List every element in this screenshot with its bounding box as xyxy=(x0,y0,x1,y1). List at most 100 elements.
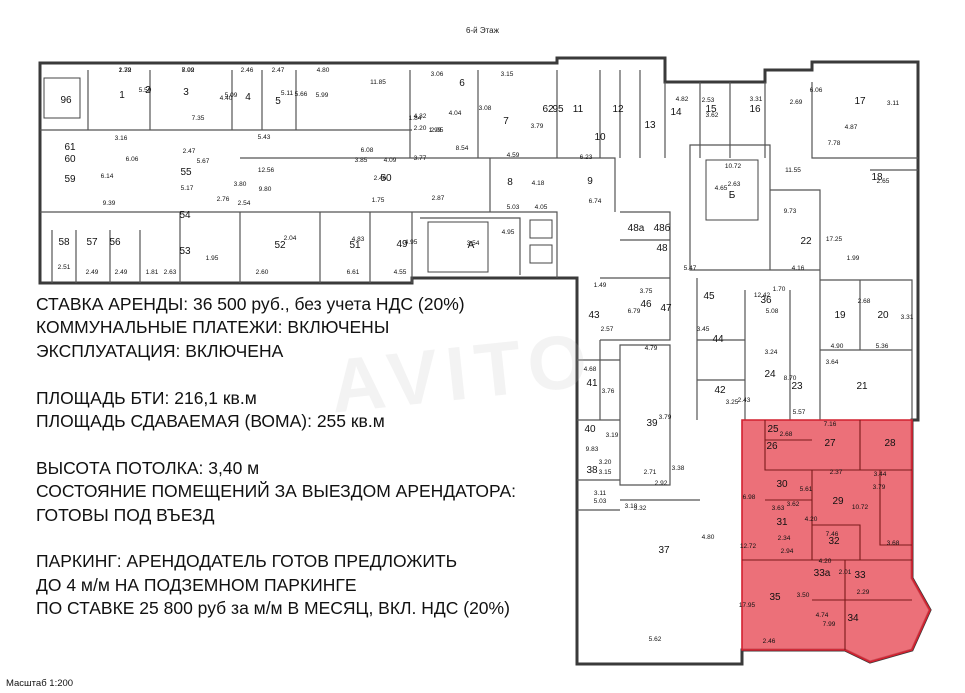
dimension-label: 2.43 xyxy=(738,397,751,404)
dimension-label: 12.56 xyxy=(258,167,275,174)
dimension-label: 1.75 xyxy=(372,197,385,204)
rented-area xyxy=(741,419,931,663)
dimension-label: 1.70 xyxy=(773,286,786,293)
room-number: А xyxy=(468,240,475,251)
dimension-label: 3.31 xyxy=(750,96,763,103)
room-number: 37 xyxy=(658,545,670,556)
dimension-label: 2.37 xyxy=(830,469,843,476)
info-line: КОММУНАЛЬНЫЕ ПЛАТЕЖИ: ВКЛЮЧЕНЫ xyxy=(36,317,390,338)
room-number: 28 xyxy=(884,438,896,449)
dimension-label: 1.39 xyxy=(119,67,132,74)
dimension-label: 4.59 xyxy=(507,152,520,159)
room-number: 7 xyxy=(503,116,509,127)
dimension-label: 2.04 xyxy=(284,235,297,242)
room-number: 3 xyxy=(183,87,189,98)
dimension-label: 7.46 xyxy=(826,531,839,538)
dimension-label: 3.62 xyxy=(787,501,800,508)
dimension-label: 2.65 xyxy=(877,178,890,185)
dimension-label: 9.80 xyxy=(259,186,272,193)
dimension-label: 9.39 xyxy=(103,200,116,207)
dimension-label: 3.15 xyxy=(599,469,612,476)
dimension-label: 2.94 xyxy=(781,548,794,555)
dimension-label: 10.72 xyxy=(852,504,869,511)
room-number: 59 xyxy=(64,174,76,185)
dimension-label: 5.59 xyxy=(139,87,152,94)
dimension-label: 2.87 xyxy=(432,195,445,202)
room-number: 53 xyxy=(179,246,191,257)
room-number: 48а xyxy=(628,223,645,234)
room-number: 54 xyxy=(179,210,191,221)
dimension-label: 3.20 xyxy=(599,459,612,466)
dimension-label: 17.25 xyxy=(826,236,843,243)
dimension-label: 5.03 xyxy=(594,498,607,505)
room-number: 32 xyxy=(828,536,840,547)
room-number: 55 xyxy=(180,167,192,178)
room-number: 33а xyxy=(814,568,831,579)
dimension-label: 4.04 xyxy=(449,110,462,117)
dimension-label: 2.69 xyxy=(790,99,803,106)
info-line: СОСТОЯНИЕ ПОМЕЩЕНИЙ ЗА ВЫЕЗДОМ АРЕНДАТОР… xyxy=(36,481,517,502)
dimension-label: 3.64 xyxy=(826,359,839,366)
dimension-label: 2.68 xyxy=(780,431,793,438)
dimension-label: 4.40 xyxy=(220,95,233,102)
dimension-label: 5.03 xyxy=(507,204,520,211)
room-number: 43 xyxy=(588,310,600,321)
dimension-label: 10.72 xyxy=(725,163,742,170)
dimension-label: 3.79 xyxy=(531,123,544,130)
dimension-label: 3.11 xyxy=(594,490,607,497)
lease-info: СТАВКА АРЕНДЫ: 36 500 руб., без учета НД… xyxy=(36,293,516,620)
dimension-label: 2.46 xyxy=(374,175,387,182)
room-number: 6 xyxy=(459,78,465,89)
dimension-label: 3.32 xyxy=(634,505,647,512)
dimension-label: 2.92 xyxy=(655,480,668,487)
room-number: 1 xyxy=(119,90,125,101)
dimension-label: 2.72 xyxy=(119,67,132,74)
room-number: 36 xyxy=(760,295,772,306)
room-number: 20 xyxy=(877,310,889,321)
dimension-label: 2.63 xyxy=(164,269,177,276)
room-number: 11 xyxy=(573,104,584,115)
dimension-label: 5.99 xyxy=(316,92,329,99)
dimension-label: 3.15 xyxy=(501,71,514,78)
dimension-label: 2.51 xyxy=(58,264,71,271)
dimension-label: 1.99 xyxy=(847,255,860,262)
dimension-label: 3.11 xyxy=(887,100,900,107)
dimension-label: 3.63 xyxy=(772,505,785,512)
dimension-label: 5.08 xyxy=(766,308,779,315)
room-number: 10 xyxy=(594,132,606,143)
dimension-label: 4.05 xyxy=(535,204,548,211)
scale-label: Масштаб 1:200 xyxy=(6,678,74,689)
dimension-label: 2.47 xyxy=(183,148,196,155)
dimension-label: 3.25 xyxy=(726,399,739,406)
dimension-label: 2.46 xyxy=(763,638,776,645)
dimension-label: 7.99 xyxy=(823,621,836,628)
dimension-label: 3.85 xyxy=(355,157,368,164)
dimension-label: 3.18 xyxy=(625,503,638,510)
room-number: 35 xyxy=(769,592,781,603)
dimension-label: 5.36 xyxy=(876,343,889,350)
dimension-label: 8.92 xyxy=(182,67,195,74)
dimension-label: 4.79 xyxy=(645,345,658,352)
room-number: 56 xyxy=(109,237,121,248)
dimension-label: 11.55 xyxy=(785,167,801,174)
dimension-label: 2.49 xyxy=(86,269,99,276)
dimension-label: 12.42 xyxy=(754,292,771,299)
dimension-label: 6.23 xyxy=(580,154,593,161)
info-line: ПАРКИНГ: АРЕНДОДАТЕЛЬ ГОТОВ ПРЕДЛОЖИТЬ xyxy=(36,551,458,572)
dimension-label: 3.24 xyxy=(765,349,778,356)
room-number: 9 xyxy=(587,176,593,187)
room-number: В xyxy=(0,0,4,3)
dimension-label: 3.75 xyxy=(640,288,653,295)
dimension-label: 7.35 xyxy=(192,115,205,122)
room-number: 41 xyxy=(586,378,598,389)
dimension-label: 1.95 xyxy=(206,255,219,262)
room-number: 57 xyxy=(86,237,98,248)
dimension-label: 5.66 xyxy=(295,91,308,98)
dimension-label: 3.08 xyxy=(479,105,492,112)
dimension-label: 2.53 xyxy=(702,97,715,104)
room-number: 61 xyxy=(64,142,76,153)
room-number: 8 xyxy=(507,177,513,188)
dimension-label: 6.06 xyxy=(810,87,823,94)
dimension-label: 5.62 xyxy=(649,636,662,643)
